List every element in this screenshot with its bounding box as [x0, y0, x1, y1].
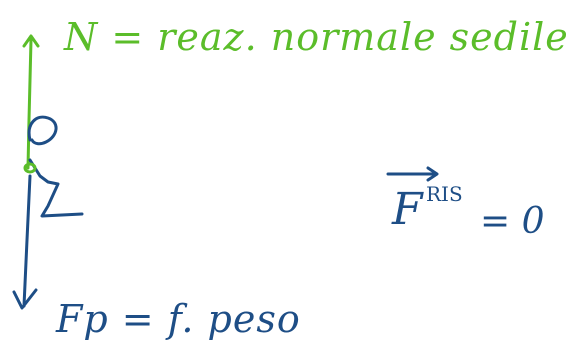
- figure-torso-legs: [28, 158, 84, 218]
- weight-force-shaft: [22, 174, 32, 308]
- normal-force-arrow: [22, 34, 40, 170]
- weight-force-arrow: [12, 174, 38, 310]
- resultant-force-symbol: F: [392, 184, 423, 235]
- figure-head: [27, 115, 58, 146]
- contact-point: [23, 162, 37, 174]
- resultant-force-equation: F RIS = 0: [392, 184, 552, 254]
- resultant-vector-arrow: [386, 166, 439, 182]
- resultant-force-superscript: RIS: [426, 182, 463, 206]
- normal-force-label: N = reaz. normale sedile: [64, 15, 566, 59]
- weight-force-label: Fp = f. peso: [56, 297, 301, 341]
- stick-figure: [27, 115, 84, 218]
- normal-force-arrowhead: [22, 34, 40, 48]
- resultant-equals-zero: = 0: [480, 201, 545, 242]
- weight-force-arrowhead: [12, 288, 38, 310]
- normal-force-shaft: [26, 38, 33, 170]
